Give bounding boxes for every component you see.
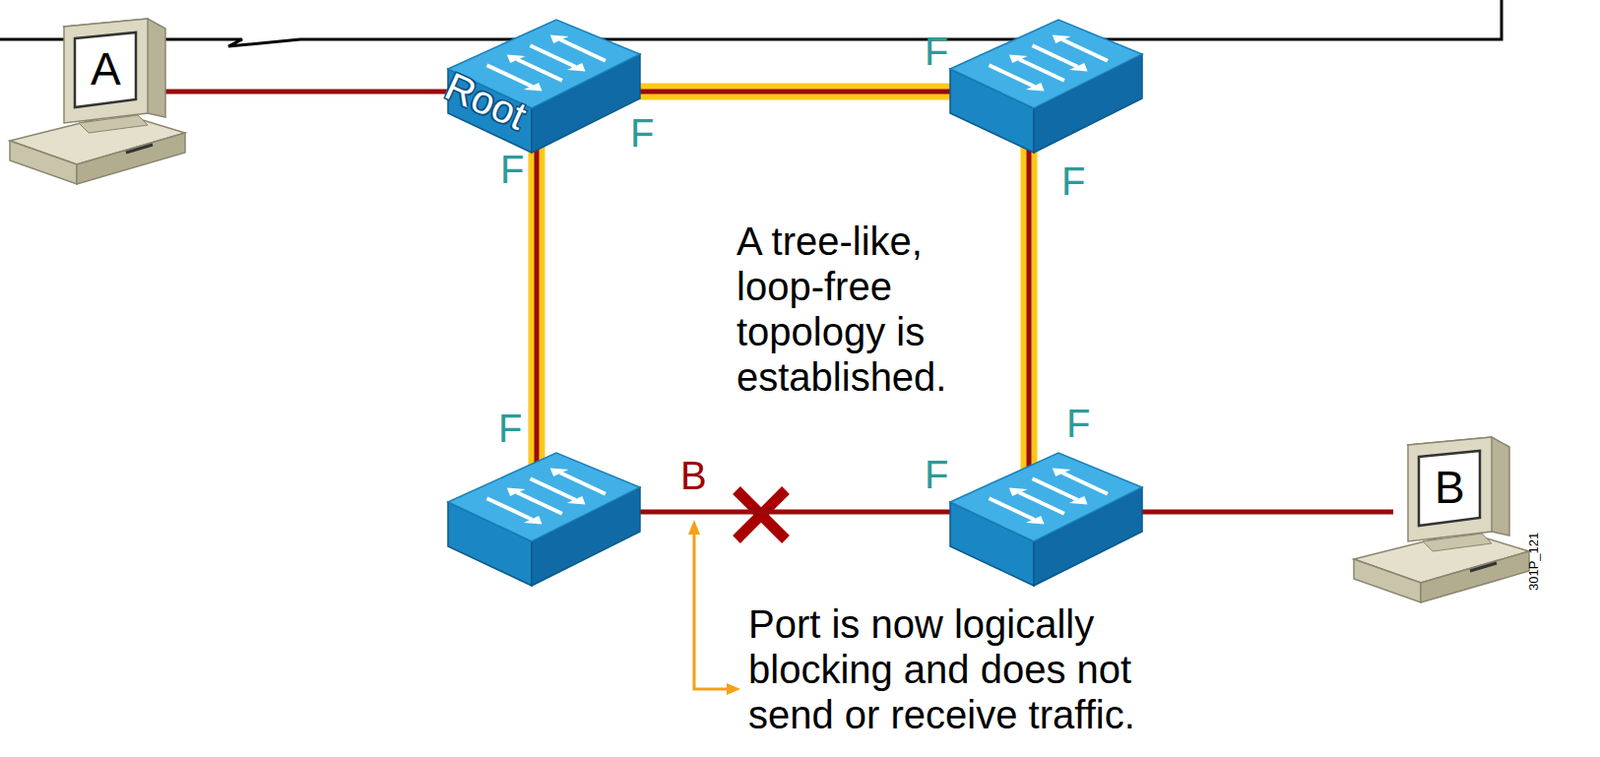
link [610, 512, 980, 513]
blocked-mark [736, 490, 786, 540]
active-link [536, 125, 538, 478]
callout-bubble [0, 0, 1502, 47]
port-state: F [1066, 403, 1090, 444]
link [147, 91, 478, 93]
port-state: F [630, 113, 654, 153]
port-state: F [924, 454, 949, 495]
switch: FB [448, 448, 640, 586]
pc-node: A [9, 14, 188, 192]
screen-letter: A [90, 46, 122, 92]
root-switch: RootFF [448, 14, 640, 153]
switch-icon [950, 14, 1143, 153]
callout-text: Port is now logically blocking and does … [748, 601, 1212, 738]
active-link [1028, 125, 1030, 478]
link [1112, 512, 1394, 513]
port-state: B [680, 455, 707, 496]
figure-code: 301P_121 [1527, 532, 1541, 591]
note-text: A tree-like, loop-free topology is estab… [736, 218, 993, 400]
switch-icon [448, 448, 640, 586]
port-state: F [498, 408, 522, 448]
port-state: F [500, 149, 524, 190]
active-link [610, 91, 980, 93]
screen-letter: B [1434, 464, 1466, 511]
computer-icon [9, 14, 188, 192]
port-state: F [924, 31, 949, 71]
computer-icon [1353, 433, 1532, 611]
switch: FF [950, 448, 1143, 586]
switch: FF [950, 14, 1143, 153]
leader-arrow [688, 519, 741, 696]
port-state: F [1061, 161, 1086, 201]
pc-node: B [1353, 433, 1532, 611]
switch-icon [950, 448, 1143, 586]
